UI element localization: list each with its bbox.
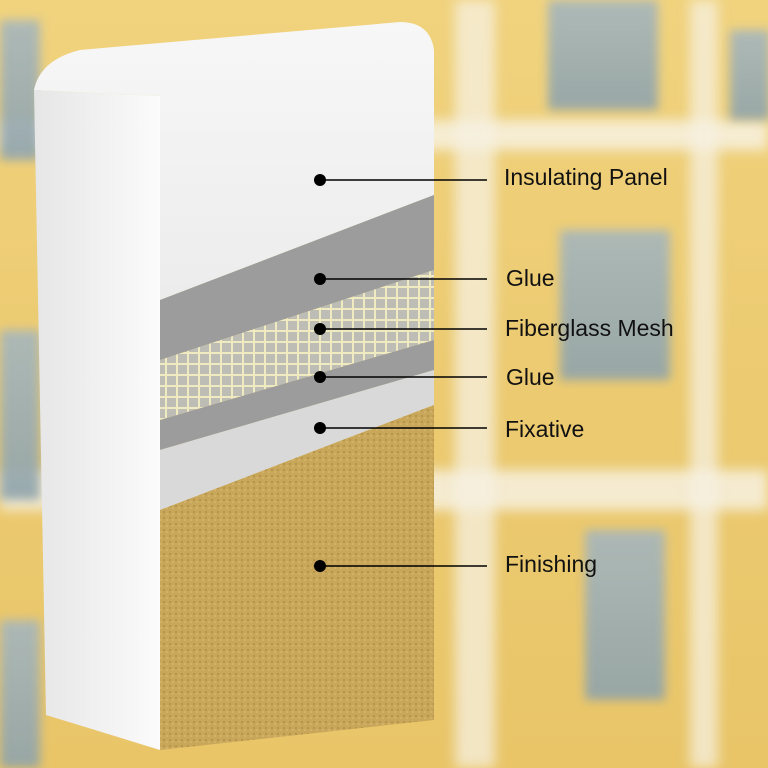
facade-pillar (455, 0, 495, 768)
leader-finishing (314, 560, 487, 572)
label-glue-bottom: Glue (506, 364, 555, 390)
insulating-panel-layer (34, 22, 434, 300)
window (560, 230, 670, 380)
glue-bottom-layer (160, 340, 434, 450)
window (730, 30, 768, 120)
label-finishing: Finishing (505, 551, 598, 577)
facade-pillar (690, 0, 718, 768)
leader-glue-top (314, 273, 487, 285)
fiberglass-mesh-layer (160, 270, 434, 420)
leader-glue-bottom (314, 371, 487, 383)
fixative-layer (160, 370, 434, 510)
label-fiberglass-mesh: Fiberglass Mesh (505, 315, 674, 341)
panel-front-face (34, 90, 160, 750)
window (585, 530, 665, 700)
leader-fixative (314, 422, 487, 434)
window (0, 20, 40, 160)
leader-insulating-panel (314, 174, 487, 186)
window (0, 620, 40, 768)
label-insulating-panel: Insulating Panel (504, 164, 668, 190)
leader-fiberglass-mesh (314, 323, 487, 335)
window (548, 0, 658, 110)
label-glue-top: Glue (506, 265, 555, 291)
finishing-layer (160, 405, 434, 750)
window (0, 330, 40, 500)
glue-top-layer (160, 195, 434, 360)
label-fixative: Fixative (505, 416, 585, 442)
